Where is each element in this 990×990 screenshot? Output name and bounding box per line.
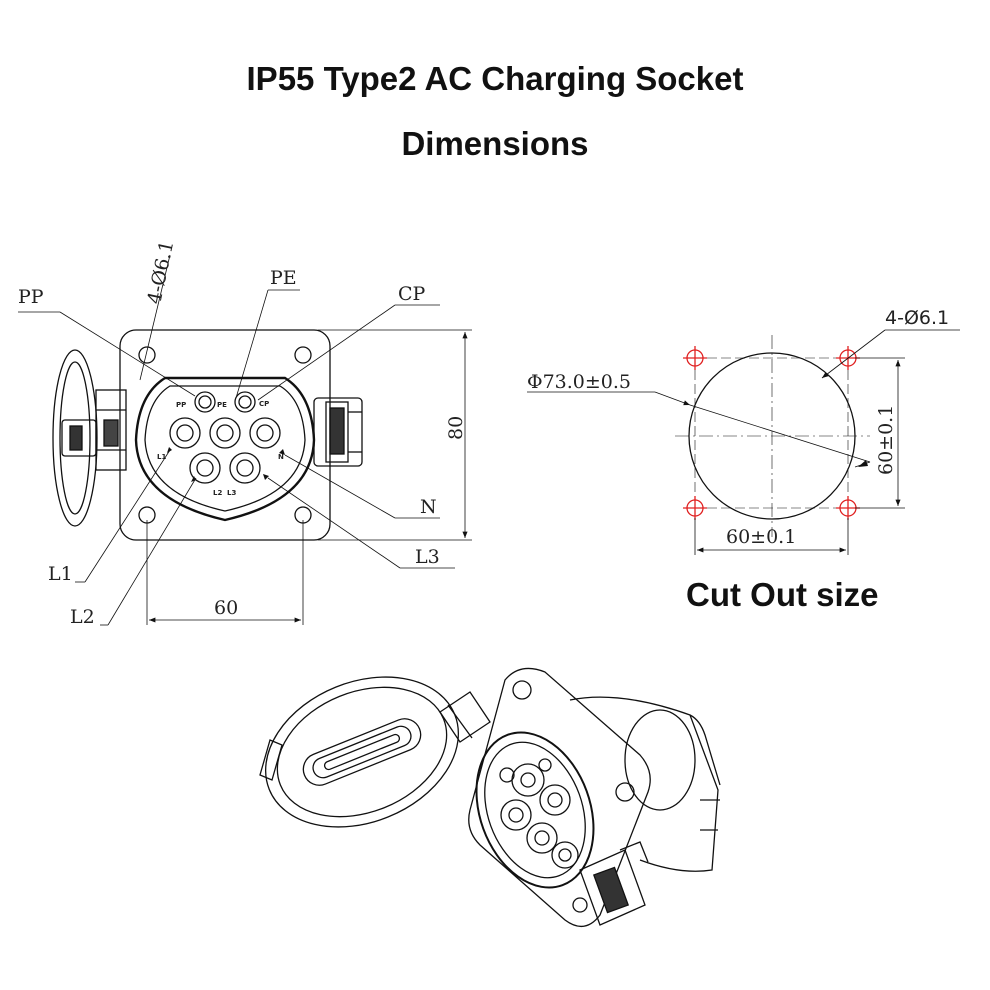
cutout-hole-bl	[683, 496, 707, 520]
diagram-title: IP55 Type2 AC Charging Socket	[246, 60, 744, 97]
cutout-diameter-arrowhead	[858, 460, 868, 467]
diagram-subtitle: Dimensions	[401, 125, 589, 162]
front-hole-callout: 4-Ø6.1	[143, 239, 178, 306]
label-l1: L1	[48, 563, 73, 585]
label-l2: L2	[70, 606, 95, 628]
mount-hole-tl	[138, 346, 156, 364]
pin-l1	[169, 417, 201, 449]
cutout-diameter-text: Φ73.0±0.5	[527, 371, 631, 393]
pin-label-l2: L2	[213, 489, 222, 497]
iso-flange	[468, 667, 651, 927]
cutout-dimensions	[527, 329, 960, 555]
socket-face-inner	[144, 385, 306, 512]
front-dim-width-text: 60	[214, 597, 238, 619]
front-dim-height	[318, 329, 472, 541]
label-cp: CP	[398, 283, 426, 305]
pin-label-l3: L3	[227, 489, 236, 497]
iso-lid	[264, 676, 460, 828]
label-n: N	[420, 496, 437, 518]
pin-cp	[234, 391, 256, 413]
front-leaders	[18, 254, 455, 626]
pin-pe	[209, 417, 241, 449]
pin-l2	[189, 452, 221, 484]
mount-hole-tr	[294, 346, 312, 364]
pin-label-l1: L1	[157, 453, 166, 461]
pin-label-pe: PE	[217, 401, 227, 409]
label-pp: PP	[18, 286, 44, 308]
iso-socket-face	[475, 731, 595, 889]
label-l3: L3	[415, 546, 440, 568]
pin-l3	[229, 452, 261, 484]
cutout-hole-tl	[683, 346, 707, 370]
front-lid	[52, 349, 127, 527]
front-latch	[313, 397, 363, 467]
cutout-caption: Cut Out size	[686, 576, 879, 613]
cutout-hole-callout: 4-Ø6.1	[885, 307, 949, 329]
front-flange	[119, 329, 331, 541]
isometric-view	[259, 667, 721, 927]
pin-pp	[194, 391, 216, 413]
socket-face-outer	[134, 376, 316, 522]
leader-arrows	[167, 447, 285, 482]
label-pe: PE	[270, 267, 297, 289]
pin-label-pp: PP	[176, 401, 186, 409]
pin-n	[249, 417, 281, 449]
front-dim-height-text: 80	[445, 416, 467, 440]
cutout-dim-width-text: 60±0.1	[726, 526, 796, 548]
cutout-view	[675, 335, 870, 537]
cutout-dim-height-text: 60±0.1	[875, 405, 897, 475]
front-dim-width	[146, 520, 304, 625]
pin-label-cp: CP	[259, 400, 269, 408]
pin-label-n: N	[278, 453, 284, 461]
cutout-holes	[683, 346, 860, 520]
front-view	[52, 329, 363, 541]
